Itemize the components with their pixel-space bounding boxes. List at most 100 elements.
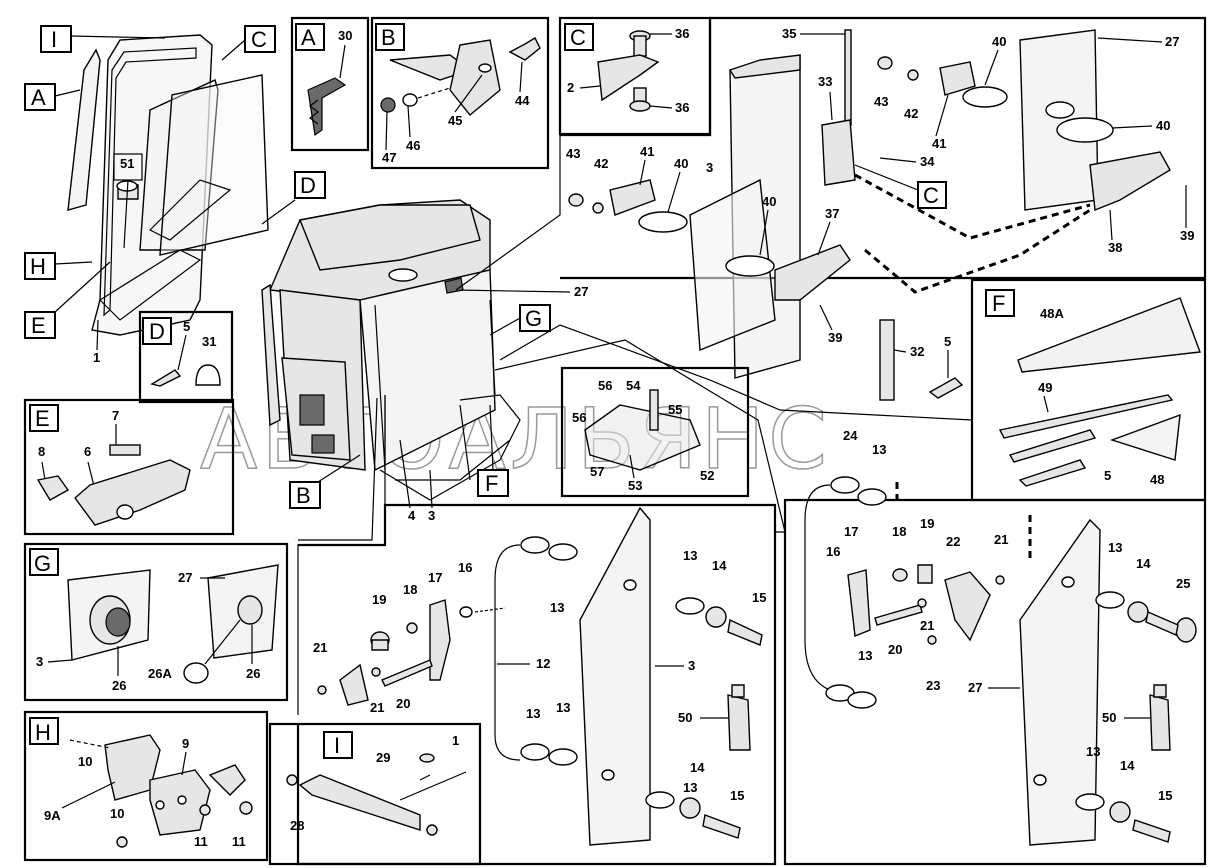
- callout-label: 36: [675, 26, 689, 41]
- callout-label: C: [570, 25, 586, 50]
- callout-label: 13: [1086, 744, 1100, 759]
- callout-label: 10: [110, 806, 124, 821]
- callout-label: 27: [968, 680, 982, 695]
- callout-label: 50: [1102, 710, 1116, 725]
- callout-label: 14: [1120, 758, 1135, 773]
- callout-label: 50: [678, 710, 692, 725]
- callout-label: 30: [338, 28, 352, 43]
- callout-label: 13: [872, 442, 886, 457]
- callout-label: 22: [946, 534, 960, 549]
- callout-label: I: [334, 733, 340, 758]
- callout-label: 20: [888, 642, 902, 657]
- callout-label: 8: [38, 444, 45, 459]
- callout-label: 52: [700, 468, 714, 483]
- callout-label: 5: [1104, 468, 1111, 483]
- callout-label: 3: [36, 654, 43, 669]
- callout-label: 1: [452, 733, 459, 748]
- callout-label: 23: [926, 678, 940, 693]
- callout-label: 21: [920, 618, 934, 633]
- callout-label: 32: [910, 344, 924, 359]
- cab-body: [261, 199, 521, 501]
- callout-label: 17: [428, 570, 442, 585]
- callout-label: 31: [202, 334, 216, 349]
- callout-label: 26: [112, 678, 126, 693]
- callout-label: 39: [1180, 228, 1194, 243]
- callout-label: 39: [828, 330, 842, 345]
- callout-label: 1: [93, 350, 100, 365]
- callout-label: 43: [874, 94, 888, 109]
- callout-label: 2: [567, 80, 574, 95]
- callout-label: 29: [376, 750, 390, 765]
- callout-label: 55: [668, 402, 682, 417]
- detail-box-e: E 7 8 6: [23, 398, 235, 536]
- callout-label: 14: [1136, 556, 1151, 571]
- callout-label: 15: [1158, 788, 1172, 803]
- callout-label: F: [485, 471, 498, 496]
- callout-label: 7: [112, 408, 119, 423]
- callout-label: B: [296, 483, 311, 508]
- detail-box-d: D 5 31: [138, 310, 234, 404]
- callout-label: D: [300, 173, 316, 198]
- callout-label: 14: [712, 558, 727, 573]
- callout-label: 27: [1165, 34, 1179, 49]
- callout-label: 3: [428, 508, 435, 523]
- callout-label: 9: [182, 736, 189, 751]
- callout-label: A: [31, 85, 46, 110]
- callout-label: B: [381, 25, 396, 50]
- callout-label: 40: [762, 194, 776, 209]
- callout-label: 3: [688, 658, 695, 673]
- callout-label: 15: [752, 590, 766, 605]
- detail-box-i: I 29 1 28: [268, 722, 482, 866]
- callout-label: 14: [690, 760, 705, 775]
- callout-label: 9A: [44, 808, 61, 823]
- detail-box-h: H 10 9 9A 10 11 11: [23, 710, 269, 862]
- callout-label: 5: [944, 334, 951, 349]
- callout-label: 41: [932, 136, 946, 151]
- callout-label: 33: [818, 74, 832, 89]
- callout-label: 18: [403, 582, 417, 597]
- callout-label: 37: [825, 206, 839, 221]
- callout-label: 13: [683, 548, 697, 563]
- callout-label: 11: [194, 834, 208, 849]
- detail-box-b: B 44 45 46 47: [370, 16, 550, 170]
- callout-label: G: [525, 306, 542, 331]
- callout-label: 51: [120, 156, 134, 171]
- callout-label: E: [35, 406, 50, 431]
- callout-label: 11: [232, 834, 246, 849]
- callout-label: 18: [892, 524, 906, 539]
- callout-label: 21: [994, 532, 1008, 547]
- callout-label: C: [923, 183, 939, 208]
- callout-label: 10: [78, 754, 92, 769]
- callout-label: 45: [448, 113, 462, 128]
- callout-label: 40: [992, 34, 1006, 49]
- callout-label: 53: [628, 478, 642, 493]
- callout-label: G: [34, 551, 51, 576]
- callout-label: F: [992, 291, 1005, 316]
- callout-label: 56: [598, 378, 612, 393]
- callout-label: 13: [550, 600, 564, 615]
- hinge-detail: 35 27 40 43 42 41 40 33 34 43 42 41 40 3…: [560, 16, 1207, 401]
- callout-label: I: [51, 27, 57, 52]
- callout-label: E: [31, 313, 46, 338]
- right-window-hardware: 24 13 17 18 19 22 21 16 21 20 23 13 14 2…: [783, 428, 1207, 866]
- callout-label: 48: [1150, 472, 1164, 487]
- callout-label: 21: [370, 700, 384, 715]
- callout-label: 13: [526, 706, 540, 721]
- callout-label: 34: [920, 154, 935, 169]
- detail-box-a: A 30: [290, 16, 370, 152]
- callout-label: H: [35, 720, 51, 745]
- callout-label: 15: [730, 788, 744, 803]
- callout-label: 26A: [148, 666, 172, 681]
- callout-label: 13: [683, 780, 697, 795]
- callout-label: 26: [246, 666, 260, 681]
- callout-label: 17: [844, 524, 858, 539]
- detail-box-f: F 48A 49 5 48: [970, 278, 1207, 502]
- callout-label: 57: [590, 464, 604, 479]
- callout-label: C: [251, 27, 267, 52]
- callout-label: 47: [382, 150, 396, 165]
- callout-label: 5: [183, 319, 190, 334]
- callout-label: 43: [566, 146, 580, 161]
- callout-label: 25: [1176, 576, 1190, 591]
- callout-label: 13: [556, 700, 570, 715]
